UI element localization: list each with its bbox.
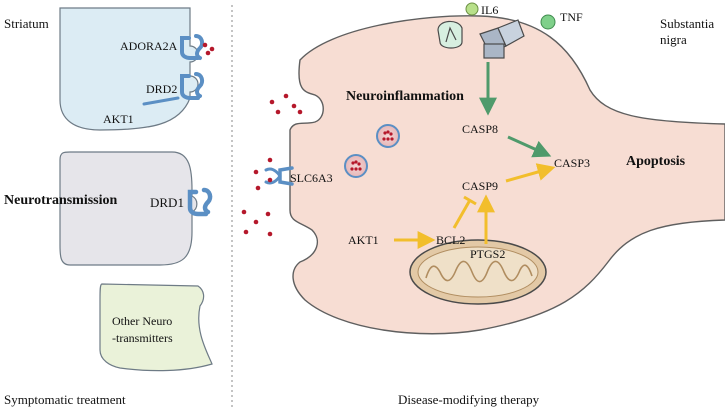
dopamine-dot: [209, 46, 215, 52]
striatum-cell-gray: [59, 151, 198, 266]
il6-label: IL6: [481, 3, 498, 17]
akt1-striatum-label: AKT1: [103, 112, 134, 126]
drd2-label: DRD2: [146, 82, 177, 96]
casp9-to-casp3-arrow: [505, 163, 556, 183]
dopamine-dot: [205, 50, 211, 56]
bcl2-label: BCL2: [436, 233, 465, 247]
casp8-label: CASP8: [462, 122, 498, 136]
casp9-label: CASP9: [462, 179, 498, 193]
drd2-akt1-link: [142, 96, 180, 106]
substantia-nigra-label-line1: Substantia: [660, 16, 714, 31]
substantia-nigra-neuron: [289, 15, 725, 335]
bcl2-inhibits-casp9: [452, 195, 477, 229]
dopamine-release-dots: [241, 93, 303, 237]
apoptosis-label: Apoptosis: [626, 154, 686, 169]
substantia-nigra-label-line2: nigra: [660, 32, 687, 47]
symptomatic-treatment-label: Symptomatic treatment: [4, 392, 126, 407]
drd2-receptor-icon: [180, 72, 205, 100]
tnf-receptor-icon: [479, 19, 525, 59]
other-neuro-label-line2: -transmitters: [112, 331, 173, 345]
dopamine-vesicle-icon: [344, 154, 368, 178]
drd1-label: DRD1: [150, 195, 184, 210]
casp3-label: CASP3: [554, 156, 590, 170]
neuroinflammation-label: Neuroinflammation: [346, 89, 464, 104]
ptgs2-label: PTGS2: [470, 247, 505, 261]
slc6a3-label: SLC6A3: [290, 171, 333, 185]
tnf-molecule-icon: [540, 14, 556, 30]
slc6a3-transporter-icon: [264, 166, 294, 186]
il6-receptor-icon: [437, 20, 463, 49]
mitochondrion-icon: [409, 239, 547, 305]
dopamine-vesicle-icon: [376, 124, 400, 148]
drd1-receptor-icon: [187, 187, 213, 217]
dopamine-dot: [202, 42, 208, 48]
neurotransmission-label: Neurotransmission: [4, 193, 118, 208]
adora2a-label: ADORA2A: [120, 39, 178, 53]
other-neuro-label-line1: Other Neuro: [112, 314, 172, 328]
disease-modifying-therapy-label: Disease-modifying therapy: [398, 392, 540, 407]
il6-molecule-icon: [465, 2, 479, 16]
other-neurotransmitter-cell: [99, 283, 213, 372]
tnf-label: TNF: [560, 10, 583, 24]
casp8-to-casp3-arrow: [507, 135, 552, 158]
akt1-label: AKT1: [348, 233, 379, 247]
striatum-label: Striatum: [4, 16, 49, 31]
adora2a-receptor-icon: [180, 34, 205, 60]
